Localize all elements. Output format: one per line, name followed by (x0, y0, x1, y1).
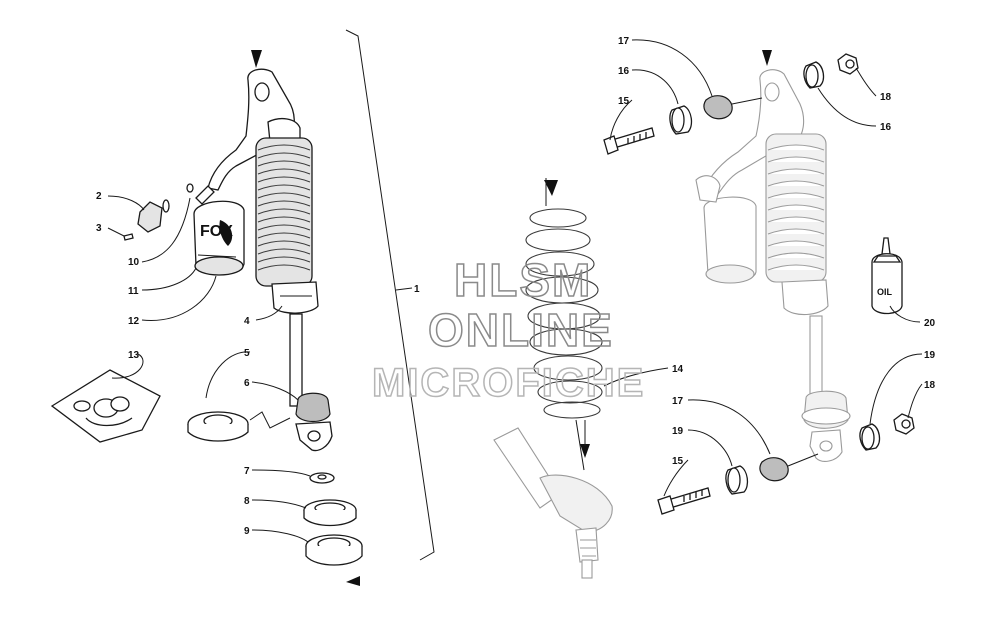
callout-labels: 1 2 3 10 11 12 13 4 5 6 7 8 9 14 17 16 1… (96, 36, 936, 537)
callout-15-bottom: 15 (672, 456, 684, 467)
left-shock-assembly: FOX (50, 29, 435, 586)
callout-9: 9 (244, 526, 250, 537)
watermark: HLSM ONLINE MICROFICHE (371, 253, 645, 406)
decal-sheet (50, 369, 161, 443)
bolt (667, 487, 711, 509)
callout-10: 10 (128, 257, 140, 268)
shock-shaft (289, 313, 303, 407)
callout-17-top: 17 (618, 36, 630, 47)
lower-mount-hardware (657, 413, 915, 515)
direction-arrow-icon (544, 180, 558, 196)
callout-7: 7 (244, 466, 250, 477)
watermark-line-1: HLSM (454, 254, 592, 306)
knob-screw (123, 233, 134, 241)
oil-bottle-icon: OIL (871, 237, 903, 315)
callout-16-top-right: 16 (880, 122, 892, 133)
callout-4: 4 (244, 316, 250, 327)
callout-5: 5 (244, 348, 250, 359)
watermark-line-2: ONLINE (428, 304, 614, 356)
callout-6: 6 (244, 378, 250, 389)
bolt (611, 127, 655, 149)
callout-13: 13 (128, 350, 140, 361)
assembly-bracket (345, 29, 435, 561)
reservoir-canister: FOX (193, 200, 245, 276)
callout-1: 1 (414, 284, 420, 295)
callout-14: 14 (672, 364, 684, 375)
spring-assembly (493, 178, 669, 579)
callout-19-left: 19 (672, 426, 684, 437)
ball-joint (703, 95, 733, 120)
callout-16-top-left: 16 (618, 66, 630, 77)
callout-3: 3 (96, 223, 102, 234)
callout-8: 8 (244, 496, 250, 507)
shock-body-arm (207, 68, 295, 191)
callout-15-top: 15 (618, 96, 630, 107)
direction-arrow-icon (762, 50, 772, 66)
callout-2: 2 (96, 191, 102, 202)
callout-18-bottom: 18 (924, 380, 936, 391)
coil-spring (525, 208, 603, 419)
shock-lower-body (271, 281, 319, 314)
watermark-line-3: MICROFICHE (372, 361, 645, 405)
callout-20: 20 (924, 318, 936, 329)
bump-stop (295, 392, 331, 423)
oil-label: OIL (877, 287, 893, 297)
spring-seat (187, 411, 249, 442)
right-shock-installed: OIL (603, 39, 923, 515)
suspension-arm (493, 420, 613, 579)
adjusting-nut (305, 534, 363, 566)
callout-12: 12 (128, 316, 140, 327)
lock-nut (303, 499, 357, 527)
callout-11: 11 (128, 286, 139, 297)
direction-arrow-icon (346, 576, 360, 586)
direction-arrow-icon (251, 50, 262, 68)
callout-17-bottom: 17 (672, 396, 684, 407)
shock-bellows (255, 137, 313, 287)
callout-19-right: 19 (924, 350, 936, 361)
callout-18-top: 18 (880, 92, 892, 103)
ball-joint (759, 457, 789, 482)
